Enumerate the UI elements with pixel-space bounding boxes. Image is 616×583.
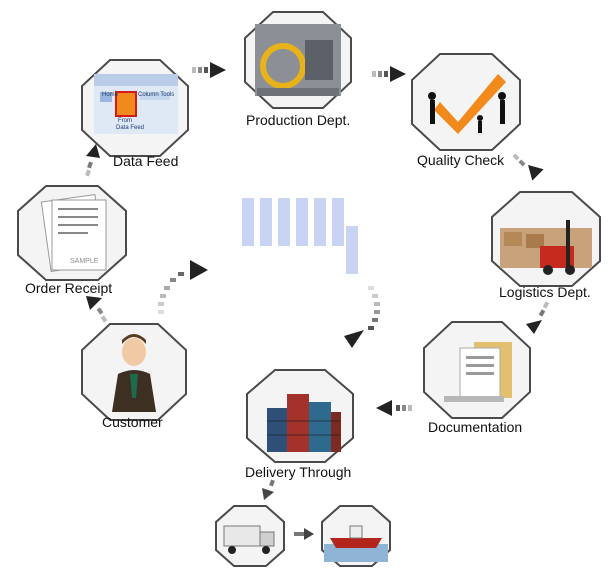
logistics-node [490, 190, 602, 288]
truck-image [215, 505, 285, 567]
customer-image [81, 323, 187, 421]
arrow-truck-ship [294, 528, 314, 540]
delivery-node [245, 368, 355, 464]
step-label-delivery: Delivery Through [245, 464, 352, 480]
logistics-image [491, 191, 601, 287]
customer-node [80, 322, 188, 422]
step-label-order: Order Receipt [25, 280, 113, 296]
delivery-image [246, 369, 354, 463]
data-feed-node: Home Column Tools From Data Feed [80, 58, 190, 158]
order-stamp: SAMPLE [70, 258, 99, 265]
step-label-documentation: Documentation [428, 419, 523, 435]
step-label-customer: Customer [102, 414, 163, 430]
arrow-customer-order [86, 296, 108, 323]
documentation-image [423, 321, 531, 419]
arrow-inner-left-curve [158, 260, 208, 314]
production-image [244, 11, 352, 109]
arrow-logistics-documentation [526, 301, 550, 334]
arrow-production-quality [372, 66, 406, 82]
arrow-inner-right-curve [344, 286, 380, 348]
arrow-delivery-truck [262, 479, 275, 500]
truck-node [214, 504, 286, 568]
screenshot-button-line1: From [118, 118, 132, 124]
step-label-data-feed: Data Feed [113, 153, 179, 169]
screenshot-tab-label: Home [102, 92, 119, 98]
ship-image [321, 505, 391, 567]
production-node [243, 10, 353, 110]
quality-image [411, 53, 521, 151]
quality-node [410, 52, 522, 152]
screenshot-button-line2: Data Feed [116, 125, 145, 131]
step-label-quality: Quality Check [417, 152, 505, 168]
order-node: SAMPLE [16, 184, 128, 282]
ship-node [320, 504, 392, 568]
screenshot-tooltab-label: Column Tools [138, 92, 175, 98]
step-label-production: Production Dept. [246, 112, 351, 128]
step-label-logistics: Logistics Dept. [499, 284, 591, 300]
order-image [17, 185, 127, 281]
arrow-quality-logistics [512, 153, 544, 181]
arrow-documentation-delivery [376, 400, 412, 416]
center-bar-graphic [242, 198, 358, 274]
data-feed-image [81, 59, 189, 157]
arrow-datafeed-production [192, 62, 226, 78]
arrow-order-datafeed [85, 144, 100, 177]
documentation-node [422, 320, 532, 420]
